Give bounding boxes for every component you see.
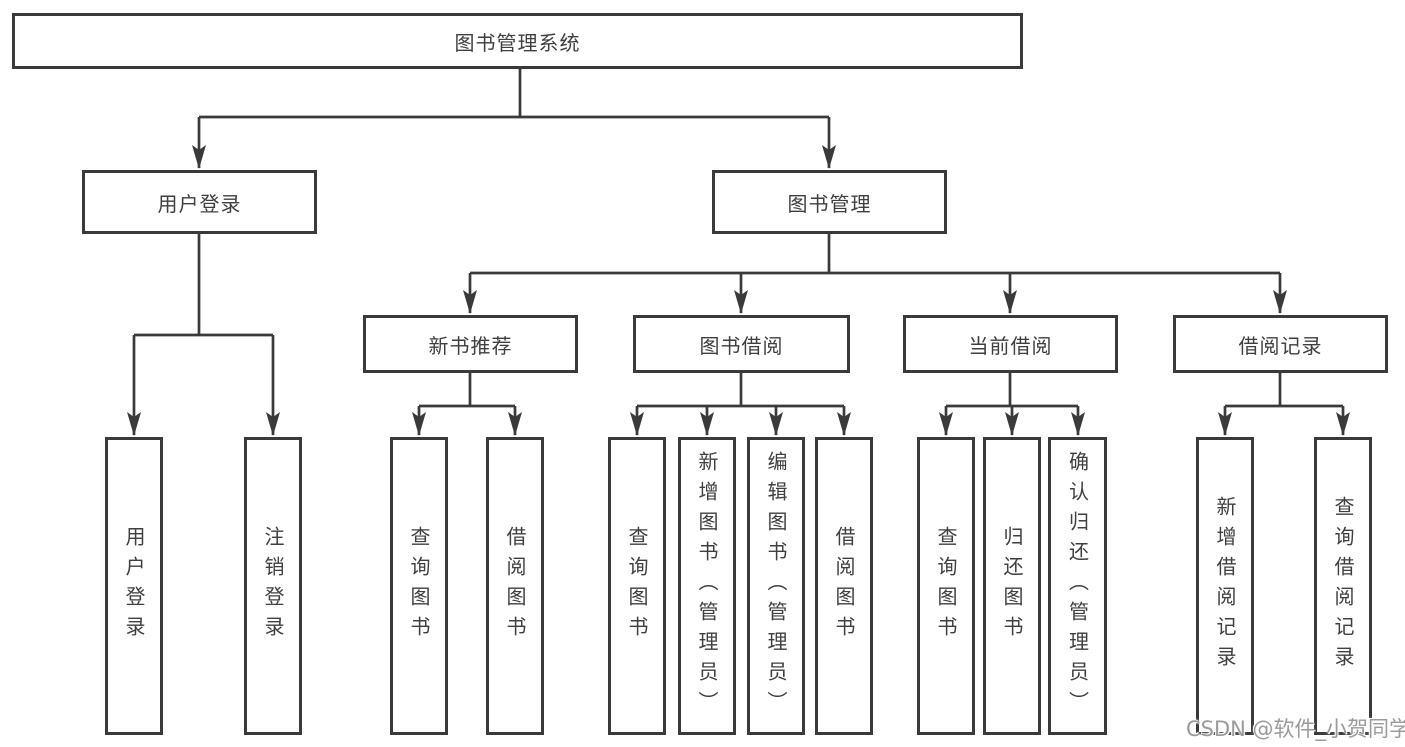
connector-borrow-records — [1218, 373, 1350, 436]
connector-book-borrow — [630, 373, 851, 436]
node-borrow-records: 借阅记录 — [1173, 315, 1388, 373]
leaf-label: 确认归还（管理员） — [1065, 451, 1090, 721]
node-label: 当前借阅 — [968, 333, 1053, 358]
leaf-records-add-borrow-record: 新增借阅记录 — [1196, 437, 1254, 735]
leaf-label: 新增图书（管理员） — [695, 451, 719, 721]
node-label: 借阅记录 — [1238, 333, 1323, 358]
leaf-current-query-books: 查询图书 — [917, 437, 975, 735]
leaf-current-return-books: 归还图书 — [983, 437, 1041, 735]
leaf-bookborrow-add-books-admin: 新增图书（管理员） — [678, 437, 736, 735]
node-label: 图书借阅 — [699, 333, 784, 358]
leaf-label: 注销登录 — [261, 526, 285, 646]
leaf-user-login: 用户登录 — [105, 437, 163, 735]
node-new-book-recommend: 新书推荐 — [363, 315, 578, 373]
leaf-label: 归还图书 — [1000, 526, 1024, 646]
leaf-label: 借阅图书 — [503, 526, 527, 646]
connector-book-management — [463, 234, 1287, 314]
connector-current-borrow — [939, 373, 1085, 436]
connector-user-login — [127, 234, 280, 436]
leaf-label: 用户登录 — [122, 526, 146, 646]
node-current-borrow: 当前借阅 — [903, 315, 1118, 373]
node-user-login: 用户登录 — [82, 170, 317, 234]
node-label: 图书管理系统 — [454, 30, 581, 55]
leaf-label: 借阅图书 — [832, 526, 856, 646]
leaf-newbook-borrow-books: 借阅图书 — [486, 437, 544, 735]
leaf-label: 查询图书 — [407, 526, 431, 646]
leaf-bookborrow-edit-books-admin: 编辑图书（管理员） — [747, 437, 805, 735]
leaf-records-query-borrow-record: 查询借阅记录 — [1314, 437, 1372, 735]
leaf-label: 查询图书 — [934, 526, 958, 646]
leaf-label: 查询借阅记录 — [1331, 496, 1355, 676]
leaf-bookborrow-query-books: 查询图书 — [608, 437, 666, 735]
leaf-current-confirm-return-admin: 确认归还（管理员） — [1048, 437, 1107, 735]
leaf-newbook-query-books: 查询图书 — [390, 437, 448, 735]
leaf-bookborrow-borrow-books: 借阅图书 — [815, 437, 873, 735]
leaf-label: 查询图书 — [625, 526, 649, 646]
node-label: 新书推荐 — [428, 333, 513, 358]
node-library-management-system: 图书管理系统 — [12, 13, 1023, 69]
leaf-label: 编辑图书（管理员） — [764, 451, 788, 721]
connector-new-book-recommend — [412, 373, 522, 436]
connector-root — [192, 69, 836, 169]
node-label: 用户登录 — [157, 191, 242, 216]
leaf-logout: 注销登录 — [244, 437, 302, 735]
node-book-management: 图书管理 — [712, 170, 947, 234]
csdn-watermark: CSDN @软件_小贺同学 — [1186, 717, 1405, 741]
leaf-label: 新增借阅记录 — [1213, 496, 1237, 676]
node-label: 图书管理 — [787, 191, 872, 216]
node-book-borrow: 图书借阅 — [633, 315, 850, 373]
